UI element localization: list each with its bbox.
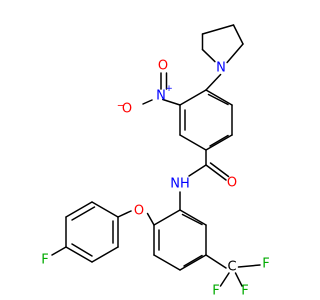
atom-labels: N N + O O − O NH O F C F F F bbox=[41, 59, 269, 299]
cf3-c-label: C bbox=[227, 260, 236, 275]
nitro-n-charge: + bbox=[165, 84, 173, 94]
cf3-f-right-label: F bbox=[262, 257, 269, 272]
amide-o-label: O bbox=[227, 176, 237, 191]
ether-o-label: O bbox=[134, 204, 144, 219]
nitro-o-left-label: O bbox=[122, 102, 132, 117]
bond-lines bbox=[51, 24, 261, 287]
amide-nh-label: NH bbox=[170, 177, 190, 192]
cf3-f-bottom-label: F bbox=[241, 284, 248, 299]
nitro-n-label: N bbox=[156, 89, 166, 104]
cf3-f-bottom-left-label: F bbox=[212, 284, 219, 299]
nitro-o-top-label: O bbox=[158, 59, 168, 74]
aryl-f-label: F bbox=[41, 253, 48, 268]
structure-drawing: N N + O O − O NH O F C F F F bbox=[41, 24, 270, 299]
nitro-o-left-charge: − bbox=[117, 101, 125, 112]
pyrrolidine-n-label: N bbox=[216, 61, 226, 76]
